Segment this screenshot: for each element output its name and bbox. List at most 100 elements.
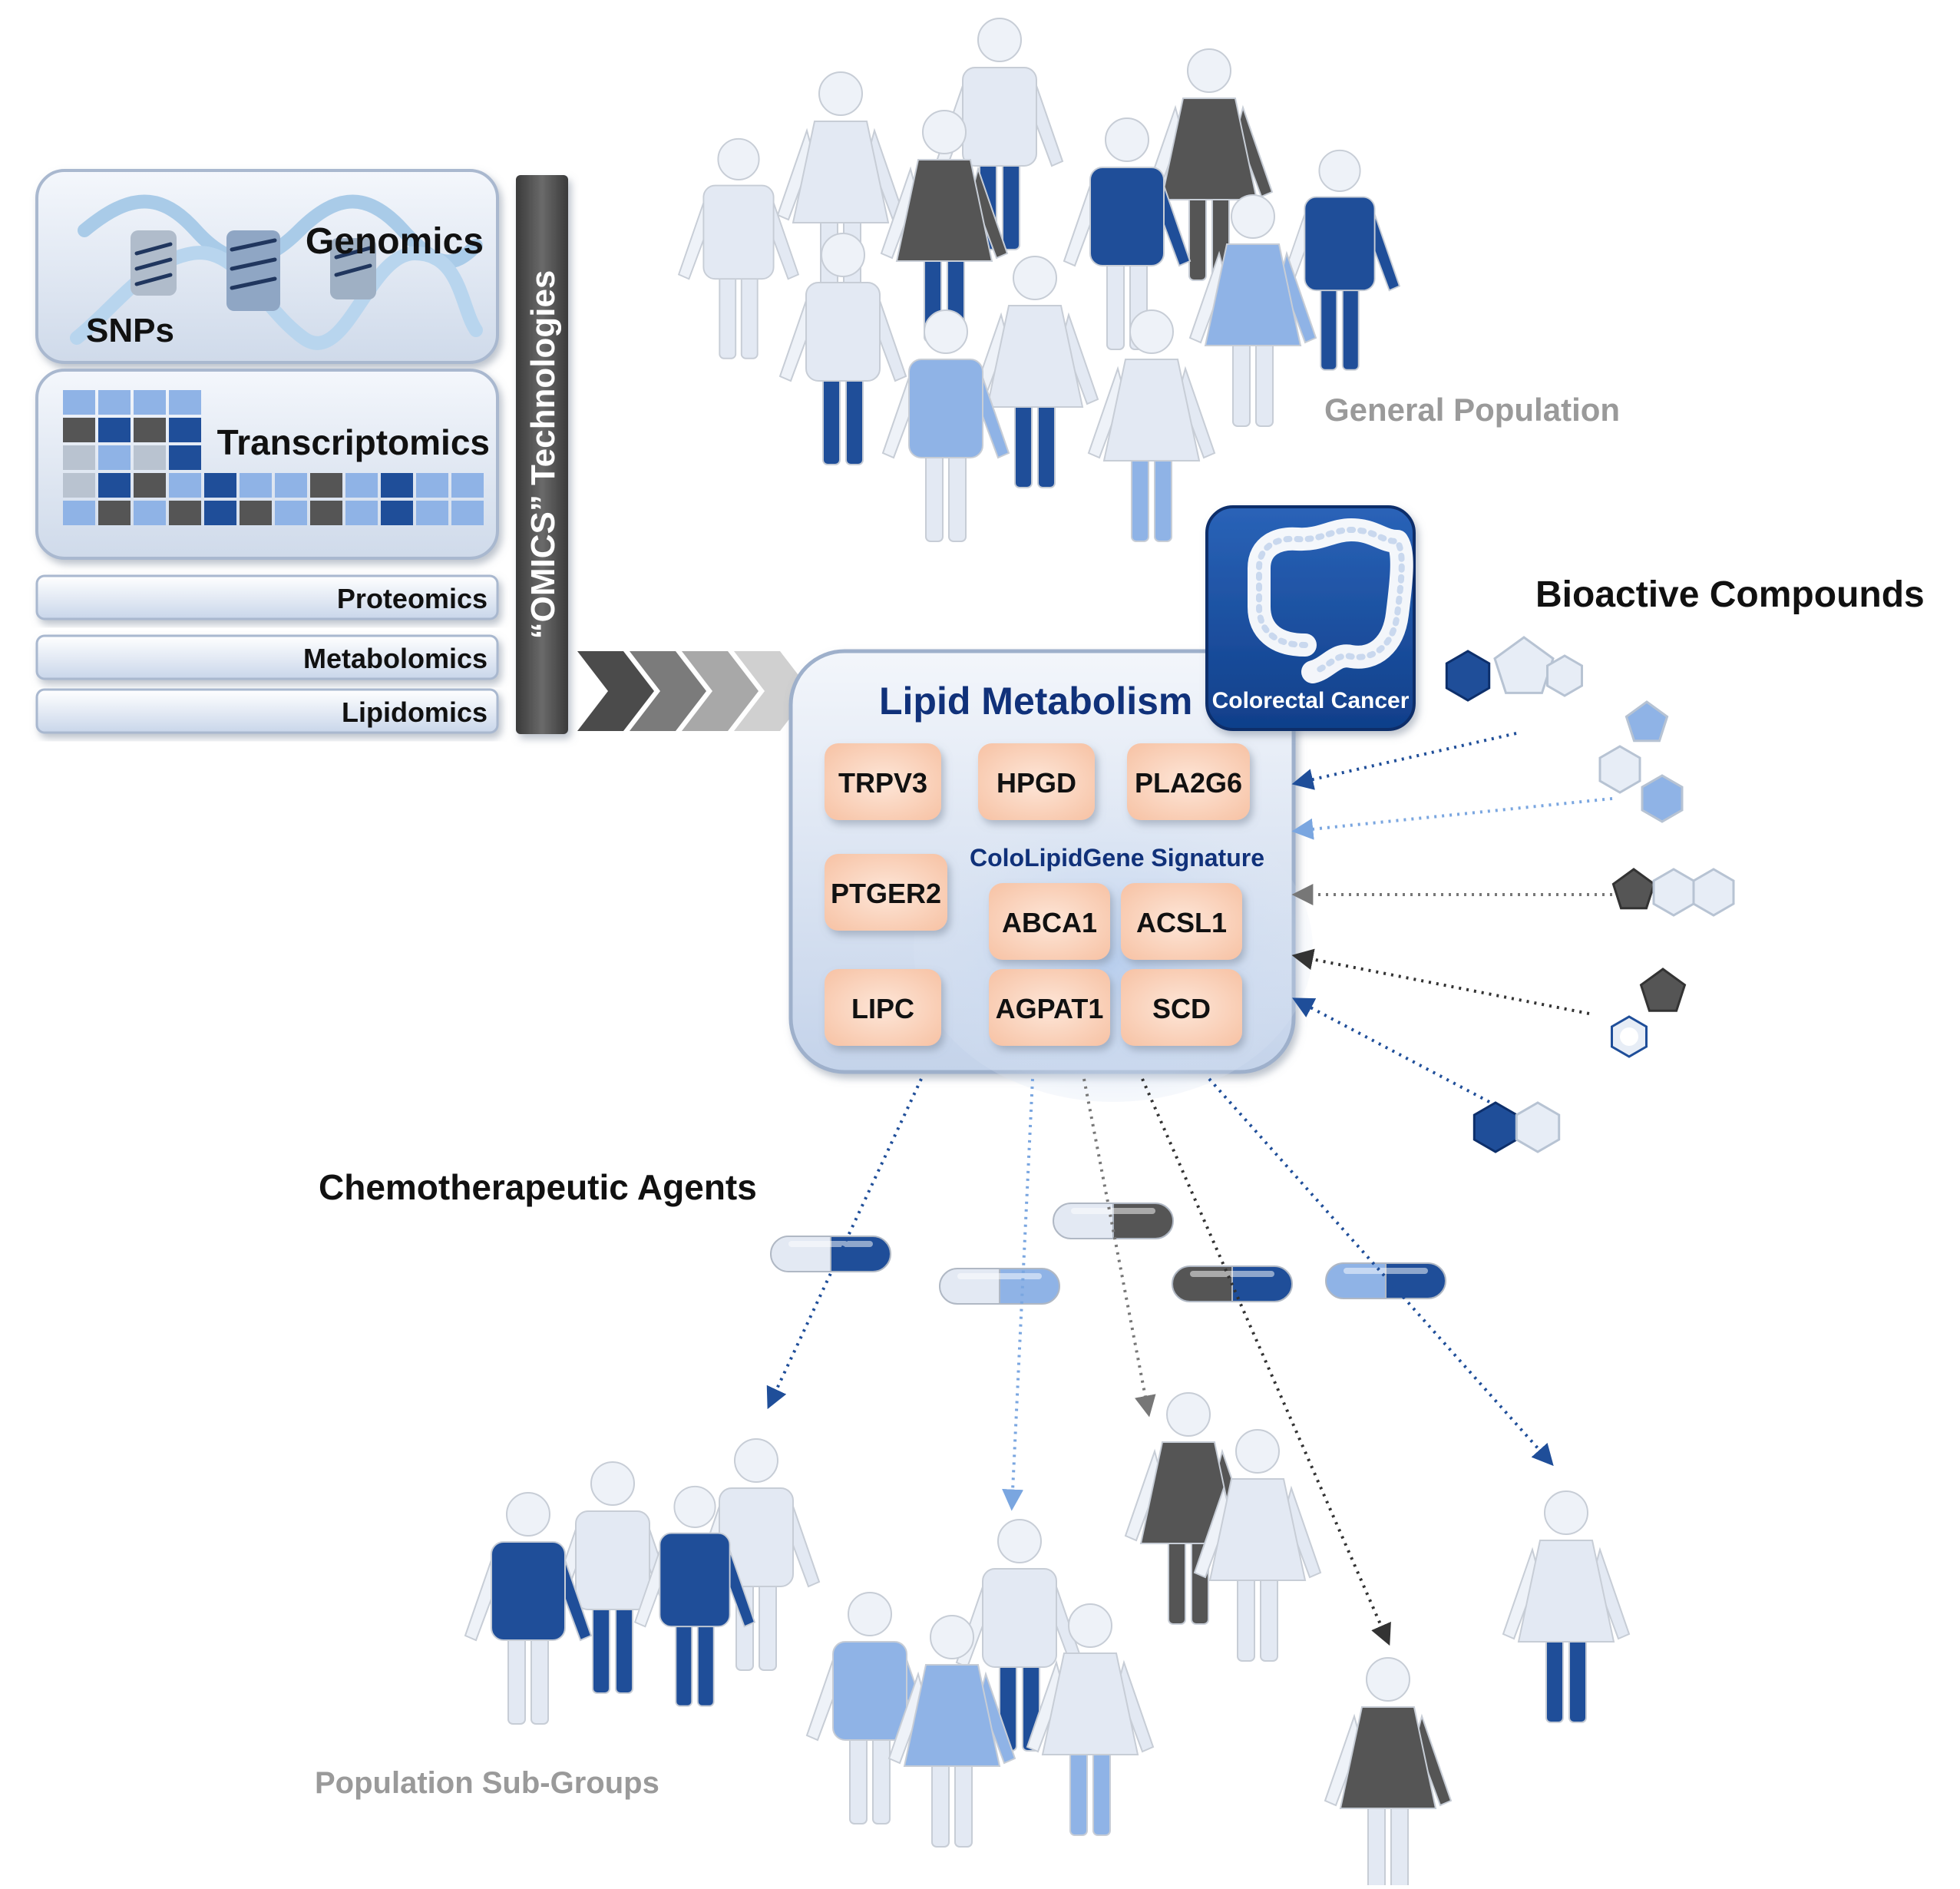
person-leg [1168, 1535, 1186, 1625]
person-head [848, 1592, 892, 1636]
heatmap-cell [169, 418, 201, 442]
gene-acsl1: ACSL1 [1121, 883, 1242, 960]
person-figure [1087, 309, 1216, 542]
person-head [1105, 117, 1149, 162]
heatmap-cell [240, 501, 272, 525]
person-leg [1367, 1800, 1386, 1889]
person-head [1231, 194, 1275, 239]
person-leg [948, 452, 967, 542]
dna-helix-icon [70, 194, 483, 350]
person-figure [1145, 48, 1274, 281]
person-dress [792, 121, 890, 223]
molecule-ring [1515, 1101, 1561, 1153]
person-head [1544, 1490, 1588, 1535]
pill-capsule [770, 1236, 891, 1272]
person-figure [1502, 1490, 1631, 1723]
person-torso [659, 1532, 731, 1628]
person-leg [925, 452, 944, 542]
compound-arrow-2 [1291, 797, 1613, 840]
compound-arrow-5 [1292, 997, 1490, 1103]
heatmap-cell [98, 390, 131, 415]
person-leg [849, 1735, 868, 1824]
lipidomics-label: Lipidomics [342, 696, 488, 728]
colorectal-cancer-tile: Colorectal Cancer [1205, 505, 1416, 731]
molecule-ring [1639, 968, 1687, 1012]
person-torso [575, 1510, 650, 1610]
heatmap-cell [63, 501, 95, 525]
gene-agpat1-label: AGPAT1 [996, 993, 1104, 1024]
agent-arrow-3 [1082, 1078, 1156, 1418]
metabolomics-bar: Metabolomics [35, 634, 499, 680]
heatmap-cell [381, 501, 413, 525]
heatmap-cell [381, 473, 413, 498]
heatmap-cell [134, 501, 166, 525]
compound-arrow-1 [1291, 732, 1517, 790]
gene-agpat1: AGPAT1 [989, 969, 1110, 1046]
person-leg [1232, 337, 1251, 427]
compound-arrows [1291, 732, 1613, 1103]
heatmap-cell [310, 501, 342, 525]
person-leg [1320, 285, 1338, 371]
signature-title: ColoLipidGene Signature [970, 844, 1264, 872]
bioactive-compounds-label: Bioactive Compounds [1535, 574, 1925, 615]
gene-scd: SCD [1121, 969, 1242, 1046]
gene-trpv3-label: TRPV3 [838, 767, 927, 799]
heatmap-cell [345, 501, 378, 525]
pill-highlight [957, 1273, 1042, 1279]
person-head [717, 137, 760, 180]
pill-highlight [788, 1241, 873, 1247]
lipid-metabolism-title: Lipid Metabolism [879, 680, 1192, 723]
genomics-label: Genomics [306, 221, 484, 262]
molecule-ring [1472, 1101, 1519, 1153]
person-torso [832, 1641, 907, 1741]
gene-pla2g6: PLA2G6 [1127, 743, 1250, 820]
person-head [590, 1461, 635, 1506]
chemotherapeutic-agents-label: Chemotherapeutic Agents [319, 1167, 757, 1207]
person-dress [1208, 1478, 1307, 1581]
heatmap-cell [416, 501, 448, 525]
lipidomics-bar: Lipidomics [35, 688, 499, 734]
gene-pla2g6-label: PLA2G6 [1135, 767, 1242, 799]
person-leg [759, 1581, 777, 1671]
person-leg [592, 1604, 610, 1694]
colorectal-cancer-label: Colorectal Cancer [1212, 688, 1410, 713]
person-head [1366, 1657, 1410, 1702]
gene-hpgd: HPGD [978, 743, 1095, 820]
molecule-ring [1546, 654, 1583, 697]
heatmap-cell [416, 473, 448, 498]
person-leg [719, 273, 737, 359]
heatmap-cell [451, 501, 484, 525]
heatmap-cell [63, 418, 95, 442]
transcriptomics-label: Transcriptomics [217, 422, 490, 462]
gene-abca1-label: ABCA1 [1002, 907, 1097, 938]
heatmap-cell [134, 418, 166, 442]
agent-arrows [766, 1077, 1554, 1646]
gene-lipc-label: LIPC [851, 993, 914, 1024]
person-leg [675, 1621, 693, 1707]
person-head [818, 71, 863, 116]
person-torso [1089, 167, 1165, 266]
person-leg [615, 1604, 633, 1694]
molecule-ring [1598, 745, 1641, 794]
pill-highlight [1190, 1271, 1274, 1277]
heatmap-cell [98, 445, 131, 470]
heatmap-cell [310, 473, 342, 498]
heatmap-cell [275, 473, 307, 498]
person-torso [1304, 196, 1376, 292]
person-leg [845, 375, 864, 465]
genomics-panel: Genomics SNPs [35, 169, 499, 364]
person-head [506, 1492, 550, 1537]
person-leg [1390, 1800, 1409, 1889]
transcriptomics-panel: Transcriptomics [35, 369, 499, 560]
agent-arrow-2 [1002, 1078, 1034, 1511]
transcriptomics-heatmap [63, 390, 484, 525]
agent-arrow-5 [1208, 1077, 1554, 1467]
person-head [821, 233, 865, 277]
chemotherapeutic-pills [770, 1203, 1446, 1305]
person-leg [1260, 1572, 1278, 1662]
person-dress [986, 305, 1084, 408]
pill-capsule [1053, 1203, 1174, 1239]
person-figure [464, 1492, 593, 1725]
heatmap-cell [98, 501, 131, 525]
